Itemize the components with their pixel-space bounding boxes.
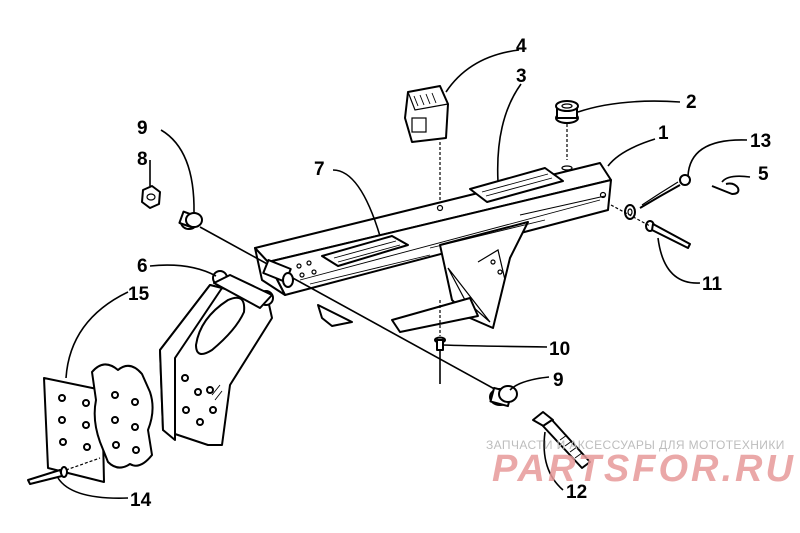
callout-11: 11: [702, 274, 723, 295]
hitch-bar: [254, 162, 612, 333]
pin-10: [434, 300, 446, 384]
callout-15: 15: [128, 284, 150, 305]
bracket-6: [159, 270, 274, 446]
callout-7: 7: [314, 159, 325, 180]
callout-8: 8: [137, 149, 148, 170]
plate-15: [43, 377, 105, 483]
grommet-2: [555, 100, 579, 171]
bushing-9-lower: [489, 385, 518, 408]
callout-12: 12: [566, 482, 587, 503]
sleeve: [262, 259, 294, 288]
decal-7: [321, 235, 409, 267]
callout-9-upper: 9: [137, 118, 148, 139]
callout-labels: 1 2 3 4 5 6 7 8 9 9 10 11 12 13 14 15: [128, 36, 771, 511]
decal-3: [469, 167, 564, 203]
watermark-logo: PARTSFOR.RU: [492, 448, 796, 490]
bolt-12: [532, 411, 591, 469]
pin-11: [645, 220, 691, 249]
callout-3: 3: [516, 66, 527, 87]
callout-13: 13: [750, 131, 771, 152]
bushing-9-upper: [178, 210, 203, 230]
callout-4: 4: [516, 36, 527, 57]
pin-14: [27, 457, 101, 485]
lanyard-13: [639, 174, 691, 209]
callout-5: 5: [758, 164, 769, 185]
callout-14: 14: [130, 490, 152, 511]
callout-6: 6: [137, 256, 148, 277]
callout-9-lower: 9: [553, 370, 564, 391]
callout-1: 1: [658, 123, 669, 144]
clip-5: [711, 182, 740, 195]
gasket: [91, 363, 154, 469]
nut-8: [141, 185, 161, 209]
callout-2: 2: [686, 92, 697, 113]
callout-10: 10: [549, 339, 570, 360]
watermark-tagline: ЗАПЧАСТИ И АКСЕССУАРЫ ДЛЯ МОТОТЕХНИКИ: [486, 438, 785, 452]
clip-4: [404, 85, 449, 200]
leader-lines: [57, 49, 751, 499]
